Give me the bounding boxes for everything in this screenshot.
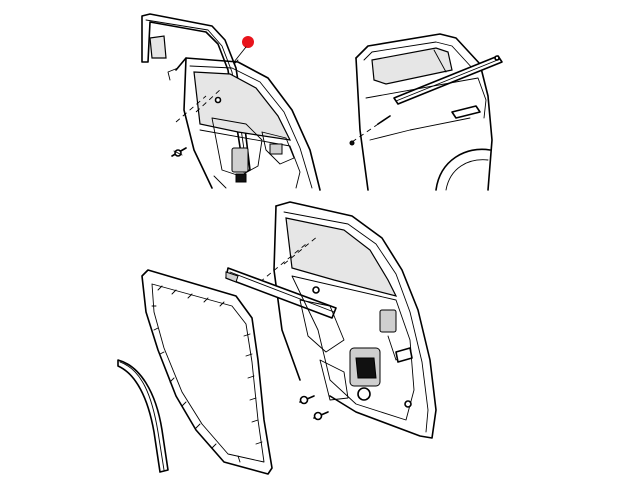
- bottom-door-assembly-view: [117, 201, 437, 475]
- bottom-door-frame: [275, 201, 437, 439]
- door-window-opening: [193, 71, 292, 141]
- vehicle-body-outline: [355, 33, 493, 191]
- quarter-glass: [149, 35, 167, 59]
- bolt-fastener-lower-2: [313, 411, 329, 421]
- belt-molding-strip: [393, 55, 503, 105]
- bottom-door-window: [285, 217, 398, 297]
- exterior-door-handle: [451, 105, 481, 119]
- body-side-molding-strip: [117, 359, 169, 473]
- bolt-fastener-top: [171, 147, 187, 157]
- bolt-fastener-lower-1: [299, 395, 315, 405]
- callout-leader-line: [233, 46, 247, 63]
- rear-wheel-arch: [435, 148, 491, 191]
- glass-run-channel: [141, 13, 251, 173]
- door-opening-weatherstrip: [141, 269, 273, 475]
- inner-belt-weatherstrip: [225, 267, 337, 319]
- vehicle-door-window: [371, 47, 453, 85]
- interior-handle-opening: [395, 347, 413, 363]
- callout-marker: [242, 36, 254, 48]
- screw-fastener: [349, 115, 391, 146]
- top-left-door-view: [141, 13, 321, 191]
- top-right-vehicle-view: [349, 33, 503, 191]
